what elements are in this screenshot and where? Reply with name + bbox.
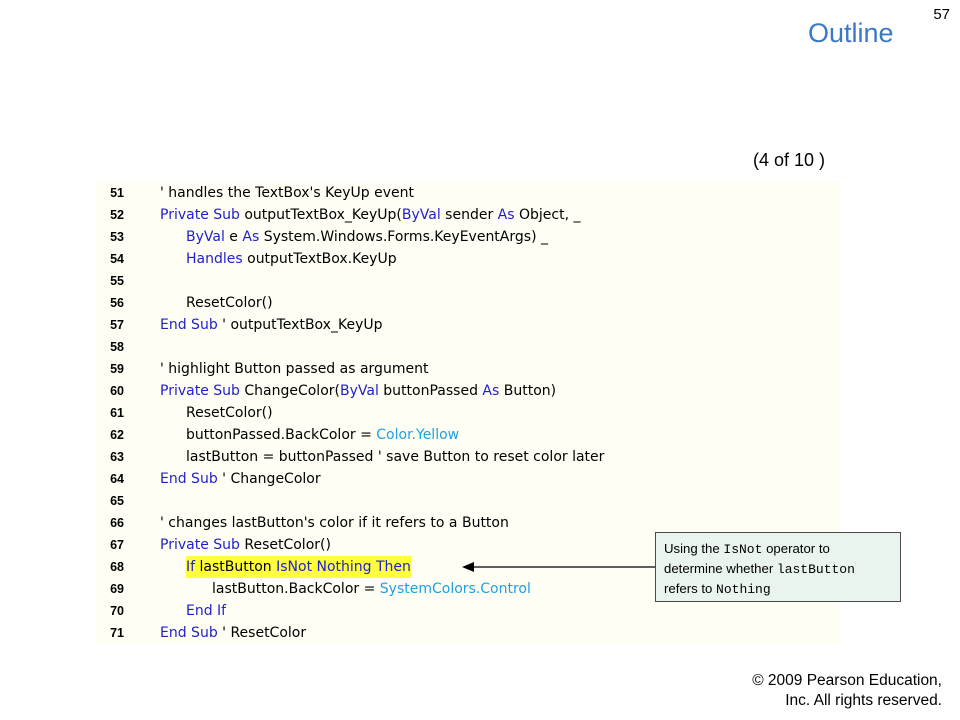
code-text: Handles outputTextBox.KeyUp: [186, 248, 397, 270]
code-text: Private Sub outputTextBox_KeyUp(ByVal se…: [160, 204, 580, 226]
code-token: ' changes lastButton's color if it refer…: [160, 515, 509, 531]
code-text: End Sub ' ChangeColor: [160, 468, 321, 490]
code-text: End If: [186, 600, 226, 622]
code-token: End Sub: [160, 625, 218, 641]
code-token: Button): [499, 383, 557, 399]
code-text: lastButton = buttonPassed ' save Button …: [186, 446, 604, 468]
code-token: End Sub: [160, 471, 218, 487]
slide-number: 57: [933, 6, 950, 23]
code-text: buttonPassed.BackColor = Color.Yellow: [186, 424, 459, 446]
callout-text-1: Using the: [664, 541, 724, 556]
code-token: ResetColor(): [239, 537, 331, 553]
line-number: 70: [110, 604, 124, 618]
code-token: ByVal: [186, 229, 225, 245]
code-token: buttonPassed.BackColor =: [186, 427, 377, 443]
callout-text-3: refers to: [664, 581, 717, 596]
line-number: 57: [110, 318, 124, 332]
code-token: sender: [440, 207, 498, 223]
code-text: ResetColor(): [186, 292, 273, 314]
line-number: 69: [110, 582, 124, 596]
line-number: 51: [110, 186, 124, 200]
line-number: 61: [110, 406, 124, 420]
code-token: buttonPassed: [378, 383, 483, 399]
code-token: ' handles the TextBox's KeyUp event: [160, 185, 414, 201]
code-token: As: [497, 207, 515, 223]
line-number: 52: [110, 208, 124, 222]
code-token: System.Windows.Forms.KeyEventArgs) _: [259, 229, 548, 245]
callout-code-nothing: Nothing: [716, 582, 771, 597]
line-number: 54: [110, 252, 124, 266]
code-token: ResetColor(): [186, 405, 273, 421]
code-token: ' ResetColor: [217, 625, 307, 641]
outline-title: Outline: [808, 18, 894, 48]
copyright-notice: © 2009 Pearson Education, Inc. All right…: [752, 671, 942, 711]
code-token: outputTextBox.KeyUp: [242, 251, 397, 267]
code-text: ByVal e As System.Windows.Forms.KeyEvent…: [186, 226, 548, 248]
code-token: Private Sub: [160, 207, 240, 223]
code-text: End Sub ' outputTextBox_KeyUp: [160, 314, 382, 336]
code-token: End If: [186, 603, 227, 619]
code-token: End Sub: [160, 317, 218, 333]
code-text: ' changes lastButton's color if it refer…: [160, 512, 509, 534]
callout-arrow: [462, 562, 656, 572]
line-number: 56: [110, 296, 124, 310]
code-text: Private Sub ChangeColor(ByVal buttonPass…: [160, 380, 556, 402]
line-number: 59: [110, 362, 124, 376]
code-token: If: [186, 559, 196, 575]
code-token: ByVal: [401, 207, 441, 223]
code-token: As: [482, 383, 500, 399]
callout-code-isnot: IsNot: [723, 542, 763, 557]
code-token: outputTextBox_KeyUp(: [239, 207, 402, 223]
code-token: SystemColors.Control: [379, 581, 531, 597]
callout-code-lastbutton: lastButton: [776, 562, 855, 577]
line-number: 63: [110, 450, 124, 464]
line-number: 64: [110, 472, 124, 486]
callout-box: Using the IsNot operator to determine wh…: [655, 532, 901, 602]
line-number: 65: [110, 494, 124, 508]
line-number: 68: [110, 560, 124, 574]
code-token: lastButton = buttonPassed ' save Button …: [186, 449, 605, 465]
code-token: As: [242, 229, 260, 245]
highlighted-code: If lastButton IsNot Nothing Then: [186, 556, 411, 578]
code-text: End Sub ' ResetColor: [160, 622, 306, 644]
code-token: ' highlight Button passed as argument: [160, 361, 429, 377]
code-token: Handles: [186, 251, 243, 267]
copyright-line-1: © 2009 Pearson Education,: [752, 672, 942, 689]
code-token: Object, _: [514, 207, 581, 223]
line-number: 58: [110, 340, 124, 354]
code-text: Private Sub ResetColor(): [160, 534, 331, 556]
code-token: Private Sub: [160, 383, 240, 399]
line-number: 53: [110, 230, 124, 244]
code-token: e: [224, 229, 243, 245]
code-text: ' handles the TextBox's KeyUp event: [160, 182, 414, 204]
code-token: IsNot Nothing Then: [276, 559, 411, 575]
code-text: ' highlight Button passed as argument: [160, 358, 428, 380]
code-token: ChangeColor(: [239, 383, 340, 399]
code-token: ByVal: [339, 383, 379, 399]
code-text: ResetColor(): [186, 402, 273, 424]
line-number: 60: [110, 384, 124, 398]
code-token: ' ChangeColor: [217, 471, 321, 487]
copyright-line-2: Inc. All rights reserved.: [785, 692, 942, 709]
line-number: 71: [110, 626, 124, 640]
code-token: lastButton: [195, 559, 277, 575]
code-text: lastButton.BackColor = SystemColors.Cont…: [212, 578, 531, 600]
line-number: 66: [110, 516, 124, 530]
code-token: Color.Yellow: [376, 427, 460, 443]
line-number: 67: [110, 538, 124, 552]
line-number: 62: [110, 428, 124, 442]
page-indicator: (4 of 10 ): [753, 150, 826, 170]
code-token: ResetColor(): [186, 295, 273, 311]
callout-text-2: operator to determine whether: [664, 541, 830, 576]
code-token: ' outputTextBox_KeyUp: [217, 317, 383, 333]
code-token: Private Sub: [160, 537, 240, 553]
code-token: lastButton.BackColor =: [212, 581, 380, 597]
line-number: 55: [110, 274, 124, 288]
